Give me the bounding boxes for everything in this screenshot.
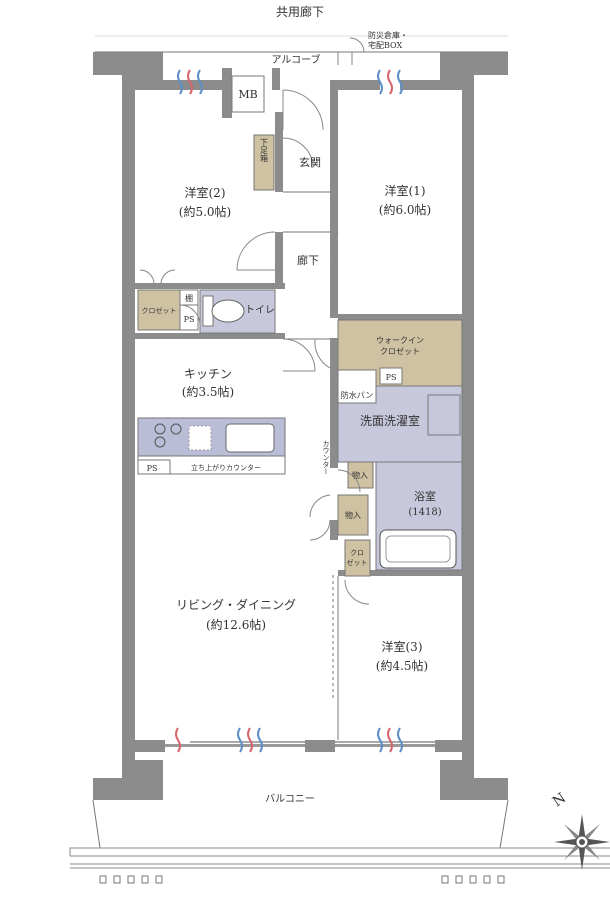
kitchen-name: キッチン (184, 367, 232, 381)
room3-name: 洋室(3) (382, 639, 423, 654)
right-column (440, 52, 508, 112)
left-column (93, 52, 163, 112)
waterproof-pan-label: 防水パン (341, 390, 373, 400)
room1-name: 洋室(1) (385, 183, 426, 198)
alcove-label: アルコーブ (271, 53, 320, 66)
room1-size: (約6.0帖) (379, 202, 431, 217)
ventilation-marks (175, 69, 403, 753)
balcony-area (69, 799, 610, 884)
counter-side-label: カウンター (322, 440, 330, 475)
mb-label: MB (238, 88, 257, 101)
genkan-label: 玄関 (299, 155, 321, 169)
bottom-left-column (93, 740, 163, 800)
left-wall (122, 112, 135, 752)
corridor-label: 共用廊下 (276, 4, 324, 19)
room-labels: 共用廊下 防災倉庫・ 宅配BOX アルコーブ MB 玄関 下足箱 洋室(2) (… (142, 4, 570, 810)
toilet-label: トイレ (245, 305, 275, 316)
closet-right-label-1: クロ (350, 549, 364, 557)
room3-size: (約4.5帖) (376, 658, 428, 673)
living-size: (約12.6帖) (206, 617, 266, 632)
bath-name: 浴室 (414, 489, 436, 503)
washroom-label: 洗面洗濯室 (360, 413, 420, 428)
closet-left-label: クロゼット (142, 306, 177, 315)
shoe-cabinet-label: 下足箱 (260, 138, 269, 163)
bath-size: (1418) (408, 507, 441, 518)
delivery-box-label: 宅配BOX (368, 40, 402, 50)
compass-icon (554, 814, 610, 870)
closet-right-label-2: ゼット (347, 558, 368, 567)
balcony-label: バルコニー (265, 793, 315, 805)
room2-name: 洋室(2) (185, 185, 226, 200)
living-name: リビング・ダイニング (176, 597, 296, 612)
bottom-right-column (440, 740, 508, 800)
ps3-label: PS (147, 464, 158, 473)
storage2-label: 物入 (345, 510, 361, 520)
walls (93, 52, 508, 800)
closet-right (344, 539, 371, 577)
shelf-label: 棚 (185, 293, 193, 303)
kitchen-size: (約3.5帖) (182, 384, 234, 399)
left-closet (137, 289, 181, 331)
storage1-label: 物入 (352, 470, 368, 480)
ps2-label: PS (386, 373, 397, 382)
mb-box (231, 75, 265, 113)
right-wall (462, 112, 474, 752)
north-label: N (550, 790, 569, 810)
room2-size: (約5.0帖) (179, 204, 231, 219)
disaster-box-label: 防災倉庫・ (368, 30, 408, 40)
shoe-cabinet (253, 134, 275, 191)
standing-counter-label: 立ち上がりカウンター (191, 463, 261, 472)
wic-label-2: クロゼット (380, 346, 420, 356)
hall-label: 廊下 (297, 253, 319, 267)
storage-2 (337, 494, 369, 536)
ps1-label: PS (184, 315, 195, 324)
wic-label-1: ウォークイン (376, 336, 424, 345)
